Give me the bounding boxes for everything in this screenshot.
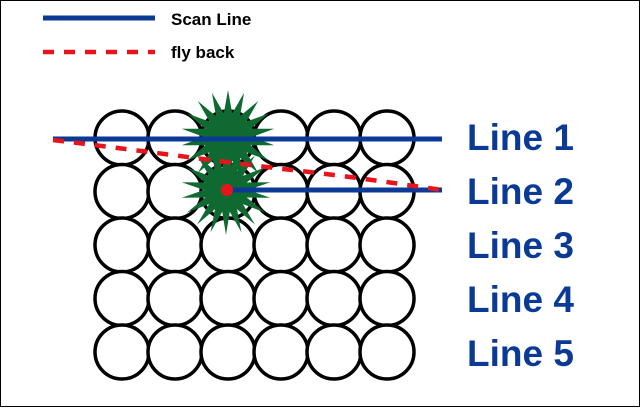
legend-fly-back-label: fly back: [171, 43, 235, 62]
grid-circle: [146, 323, 204, 381]
grid-circle: [252, 323, 310, 381]
grid-circle: [252, 216, 310, 274]
grid-circle: [358, 269, 416, 328]
line-labels: Line 1 Line 2 Line 3 Line 4 Line 5: [467, 117, 574, 374]
red-dot-icon: [221, 184, 233, 196]
grid-circle: [199, 323, 257, 381]
grid-circle: [305, 269, 363, 328]
line-label-2: Line 2: [467, 171, 574, 212]
line-label-5: Line 5: [467, 333, 574, 374]
line-label-1: Line 1: [467, 117, 574, 158]
line-label-4: Line 4: [467, 279, 574, 320]
grid-circle: [305, 216, 363, 274]
grid-circle: [93, 162, 151, 221]
grid-circle: [93, 216, 151, 274]
grid-circle: [358, 216, 416, 274]
grid-circle: [358, 323, 416, 381]
grid-circle: [252, 269, 310, 328]
grid-circle: [93, 323, 151, 381]
legend: Scan Line fly back: [43, 10, 251, 62]
grid-circle: [146, 216, 204, 274]
grid-circle: [93, 269, 151, 328]
grid-circle: [199, 216, 257, 274]
fly-back-path: [52, 137, 443, 193]
grid-circle: [199, 269, 257, 328]
grid-circle: [305, 323, 363, 381]
grid-circle: [146, 269, 204, 328]
legend-scan-line-label: Scan Line: [171, 10, 251, 29]
line-label-3: Line 3: [467, 225, 574, 266]
